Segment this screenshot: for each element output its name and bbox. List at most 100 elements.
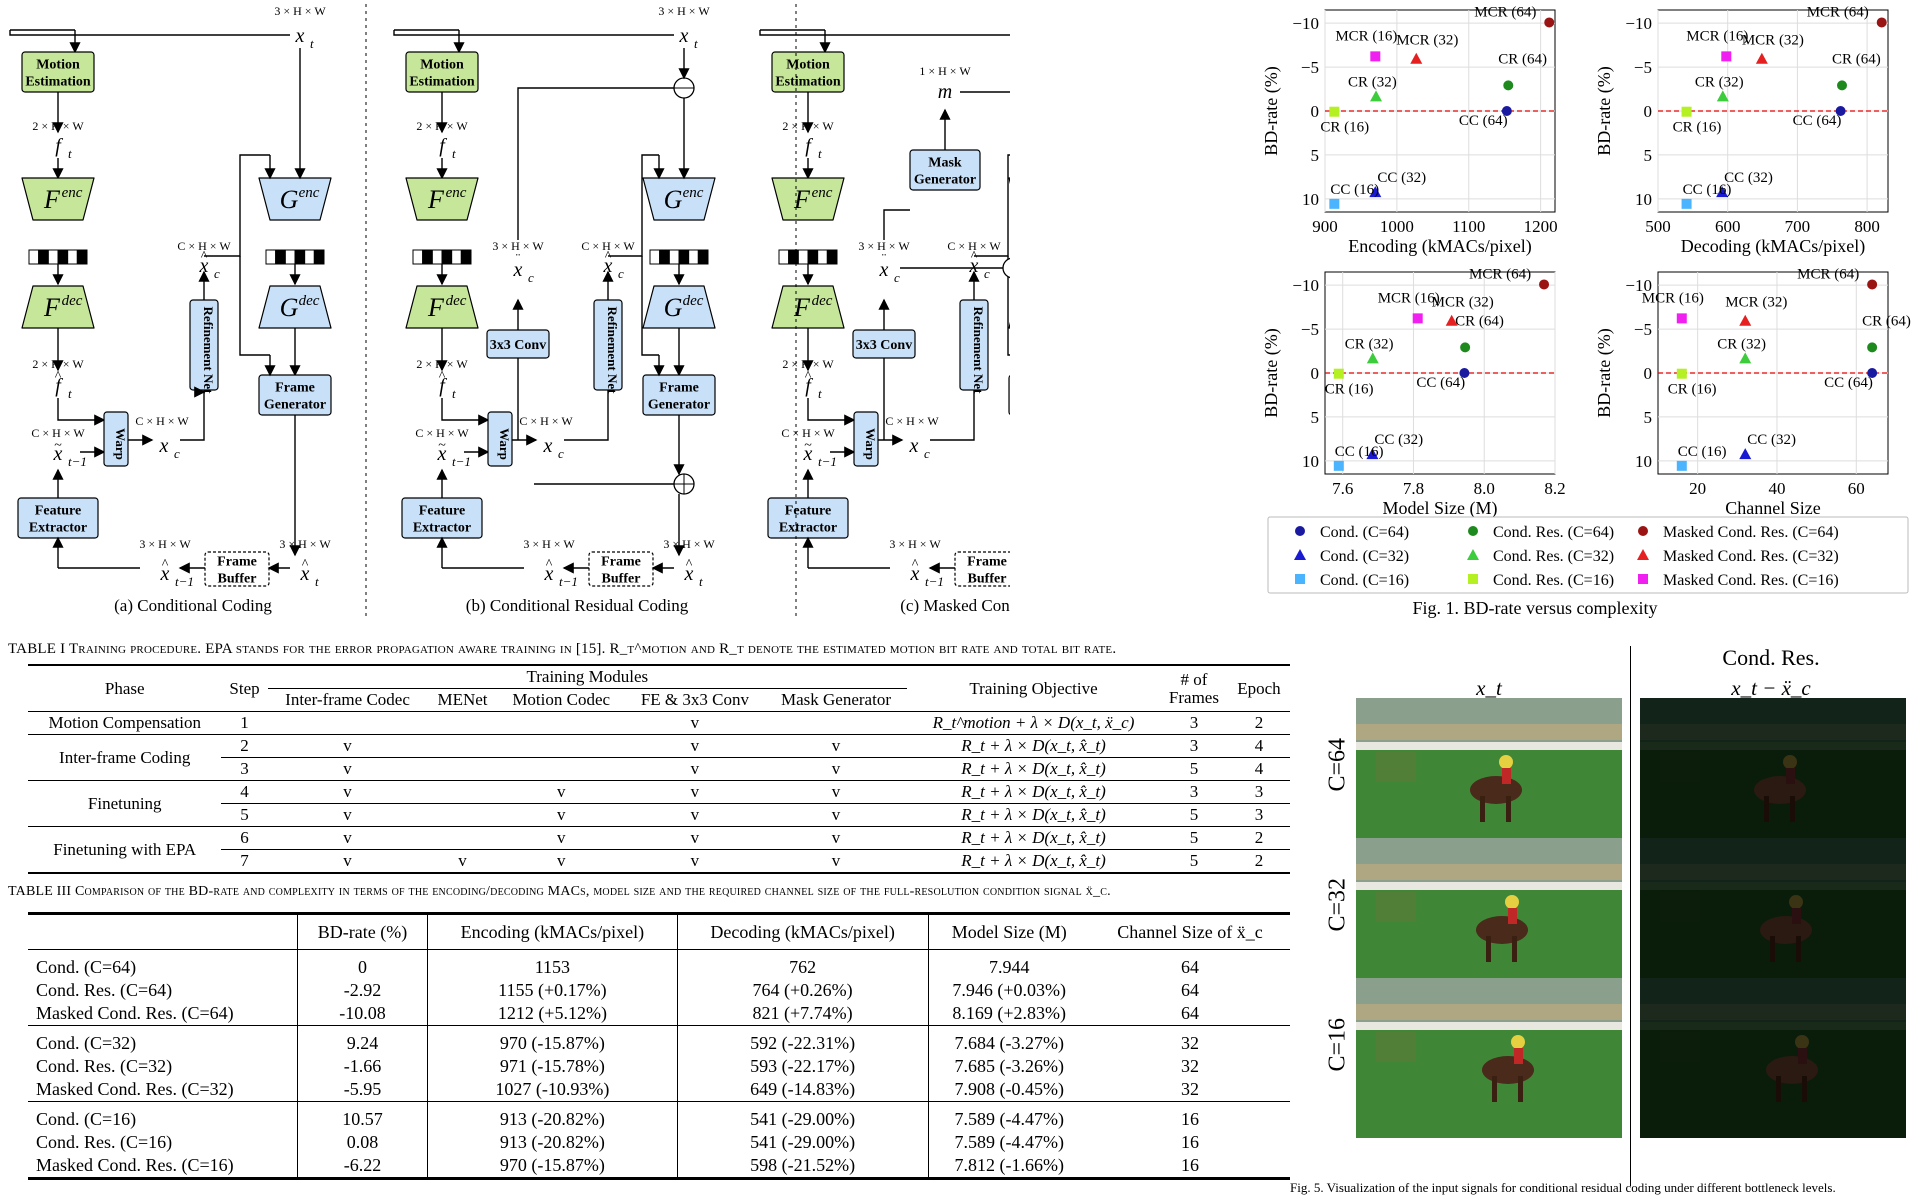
- svg-text:t: t: [699, 574, 703, 589]
- table-cell: 3: [1227, 803, 1290, 827]
- svg-text:dec: dec: [62, 293, 83, 309]
- header-cell: Step: [229, 678, 260, 698]
- data-point: [1716, 186, 1729, 198]
- svg-text:Feature: Feature: [419, 504, 465, 519]
- svg-text:Generator: Generator: [264, 398, 326, 413]
- y-tick-label: 0: [1311, 102, 1320, 121]
- data-point: [1867, 342, 1878, 353]
- x-axis-label: Decoding (kMACs/pixel): [1681, 236, 1865, 257]
- x-tick-label: 1100: [1452, 217, 1485, 236]
- svg-text:f: f: [439, 375, 447, 397]
- table-cell: -5.95: [296, 1078, 428, 1102]
- objective-cell: R_t + λ × D(x_t, x̂_t): [907, 780, 1160, 804]
- legend-marker: [1638, 526, 1648, 536]
- point-label: CC (64): [1416, 375, 1465, 391]
- residual-frame: [1640, 698, 1906, 858]
- residual-frame-image: [1640, 698, 1906, 858]
- svg-text:dec: dec: [446, 293, 467, 309]
- table-cell: 9.24: [296, 1025, 428, 1055]
- legend-label: Cond. Res. (C=16): [1493, 572, 1614, 589]
- y-tick-label: 10: [1635, 452, 1652, 471]
- point-label: CC (64): [1459, 113, 1508, 129]
- svg-text:Warp: Warp: [113, 428, 128, 460]
- svg-text:Motion: Motion: [36, 58, 80, 73]
- svg-text:Feature: Feature: [785, 504, 831, 519]
- x-tick-label: 7.6: [1332, 479, 1353, 498]
- table-cell: 970 (-15.87%): [427, 1154, 678, 1179]
- input-frame: [1356, 978, 1622, 1138]
- svg-text:enc: enc: [683, 185, 704, 201]
- table3: BD-rate (%)Encoding (kMACs/pixel)Decodin…: [28, 912, 1290, 1180]
- table-cell: v: [427, 849, 498, 873]
- table-cell: v: [497, 849, 625, 873]
- table-cell: v: [267, 734, 428, 758]
- table-cell: 64: [1089, 949, 1290, 979]
- table-cell: v: [764, 826, 908, 850]
- svg-text:Refinement Net: Refinement Net: [605, 307, 620, 395]
- table-cell: 913 (-20.82%): [427, 1101, 678, 1131]
- point-label: CC (32): [1374, 432, 1423, 448]
- bottleneck-bar: [28, 249, 88, 265]
- table-cell: v: [764, 849, 908, 873]
- table-cell: v: [764, 780, 908, 804]
- svg-text:Frame: Frame: [601, 555, 641, 570]
- data-point: [1460, 342, 1471, 353]
- table-cell: v: [497, 780, 625, 804]
- svg-text:¨: ¨: [516, 252, 521, 267]
- table-cell: 32: [1089, 1025, 1290, 1055]
- table-cell: -2.92: [296, 979, 428, 1002]
- connector-line: [9, 30, 290, 36]
- legend-marker: [1637, 549, 1649, 560]
- table-cell: [427, 803, 498, 827]
- table-cell: 5: [221, 803, 268, 827]
- svg-text:x: x: [53, 443, 63, 465]
- x-tick-label: 8.0: [1474, 479, 1495, 498]
- svg-text:Estimation: Estimation: [775, 75, 841, 90]
- y-tick-label: −10: [1292, 14, 1319, 33]
- point-label: CC (16): [1678, 444, 1727, 460]
- header-cell: Model Size (M): [927, 913, 1090, 950]
- method-cell: Masked Cond. Res. (C=32): [36, 1079, 234, 1099]
- table-cell: 4: [1227, 757, 1290, 781]
- dim-label: 3 × H × W: [858, 239, 910, 253]
- svg-text:Extractor: Extractor: [779, 521, 837, 536]
- table-cell: v: [267, 757, 428, 781]
- x-tick-label: 7.8: [1403, 479, 1424, 498]
- objective-cell: R_t^motion + λ × D(x_t, ẍ_c): [907, 711, 1160, 735]
- dim-label: C × H × W: [135, 414, 189, 428]
- connector-line: [393, 30, 674, 36]
- dim-label: 1 × H × W: [919, 64, 971, 78]
- objective-cell: R_t + λ × D(x_t, x̂_t): [907, 734, 1160, 758]
- y-tick-label: −10: [1625, 276, 1652, 295]
- svg-text:x: x: [543, 435, 553, 457]
- svg-text:Frame: Frame: [217, 555, 257, 570]
- input-frame: [1356, 698, 1622, 858]
- dim-label: 3 × H × W: [523, 537, 575, 551]
- input-frame: [1356, 838, 1622, 998]
- residual-frame-image: [1640, 838, 1906, 998]
- y-tick-label: −5: [1301, 58, 1319, 77]
- dim-label: 3 × H × W: [279, 537, 331, 551]
- x-tick-label: 20: [1689, 479, 1706, 498]
- svg-text:x: x: [159, 435, 169, 457]
- point-label: MCR (64): [1469, 266, 1531, 282]
- point-label: CC (16): [1335, 444, 1384, 460]
- point-label: CR (16): [1668, 382, 1717, 398]
- point-label: MCR (64): [1474, 4, 1536, 20]
- table-cell: 4: [221, 780, 268, 804]
- table-cell: 592 (-22.31%): [676, 1025, 929, 1055]
- svg-text:t−1: t−1: [559, 574, 578, 589]
